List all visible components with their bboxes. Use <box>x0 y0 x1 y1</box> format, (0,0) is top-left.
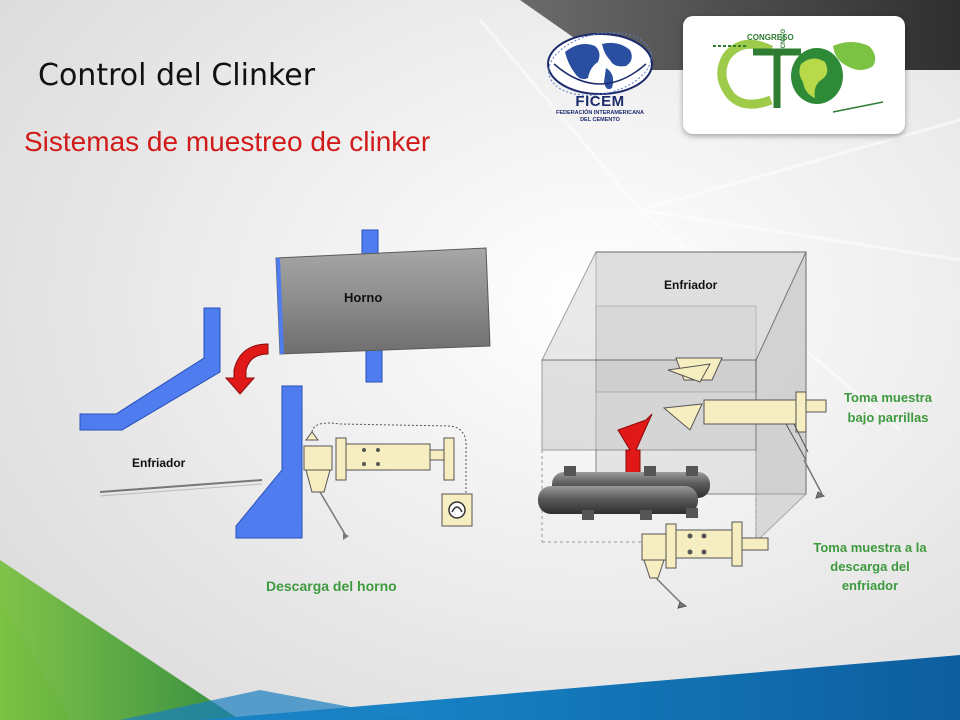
ficem-line2: DEL CEMENTO <box>580 117 620 123</box>
congreso-tecnico-emblem <box>713 39 884 113</box>
cooler-rollers <box>538 466 710 520</box>
left-cooler-label: Enfriador <box>132 456 186 470</box>
kiln-sampler <box>303 422 473 540</box>
slide-title: Control del Clinker <box>38 58 316 93</box>
ficem-line1: FEDERACIÓN INTERAMERICANA <box>556 110 644 116</box>
congreso-word: CONGRESO <box>747 33 794 42</box>
under-grate-caption-line1: Toma muestra <box>844 390 932 405</box>
discharge-caption-line2: descarga del <box>830 559 910 574</box>
kiln-discharge-caption: Descarga del horno <box>266 578 397 594</box>
ficem-globe-icon <box>547 32 653 96</box>
discharge-arrow <box>224 343 269 395</box>
discharge-caption-line1: Toma muestra a la <box>813 540 927 555</box>
cooler-grate <box>99 479 263 493</box>
congreso-tecnico-logo: CONGRESO TÉCNICO <box>683 16 905 134</box>
cooler-discharge-sampler <box>641 521 769 609</box>
under-grate-sampler <box>662 391 827 499</box>
under-grate-sample-caption: Toma muestra bajo parrillas <box>828 388 948 428</box>
right-cooler-label: Enfriador <box>664 278 718 292</box>
kiln-tire-bottom <box>365 347 383 383</box>
ficem-name: FICEM <box>575 93 625 110</box>
slide-subtitle: Sistemas de muestreo de clinker <box>24 126 431 157</box>
under-grate-caption-line2: bajo parrillas <box>847 410 929 425</box>
cooler-chute <box>79 307 221 431</box>
kiln-group <box>275 229 491 383</box>
kiln-label: Horno <box>344 290 383 305</box>
kiln-body <box>275 247 491 355</box>
kiln-discharge-hopper <box>235 385 303 539</box>
discharge-caption-line3: enfriador <box>841 578 899 593</box>
discharge-sample-caption: Toma muestra a la descarga del enfriador <box>790 538 950 595</box>
gauge-icon <box>448 501 466 519</box>
